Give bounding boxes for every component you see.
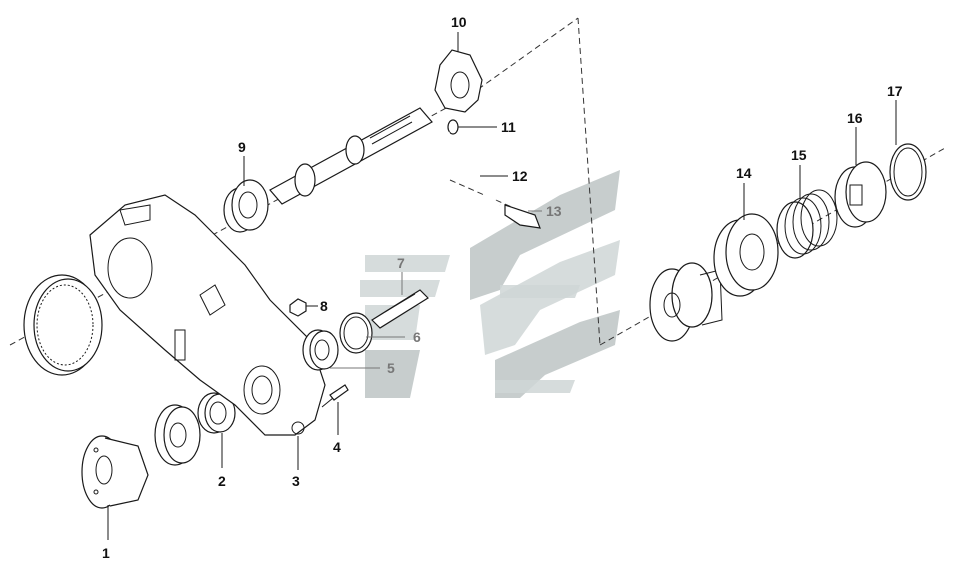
part-sensor: [504, 204, 541, 229]
callout-7: 7: [397, 255, 405, 271]
part-sprocket: [434, 49, 483, 113]
part-snap-ring-6: [339, 312, 373, 354]
part-drive-gear: [649, 262, 723, 342]
part-clutch-hub: [713, 213, 779, 297]
callout-2: 2: [218, 473, 226, 489]
callout-16: 16: [847, 110, 863, 126]
callout-11: 11: [501, 119, 516, 135]
part-bearing-2: [197, 392, 236, 434]
callout-13: 13: [546, 203, 562, 219]
callout-9: 9: [238, 139, 246, 155]
callout-3: 3: [292, 473, 300, 489]
callout-10: 10: [451, 14, 467, 30]
callout-15: 15: [791, 147, 807, 163]
part-hose: [446, 131, 501, 207]
callout-labels: 1 2 3 4 5 6 7 8 9 10 11 12 13 14 15 16 1…: [102, 14, 903, 561]
callout-17: 17: [887, 83, 903, 99]
part-seal-disc: [154, 404, 201, 466]
callout-6: 6: [413, 329, 421, 345]
watermark-logo: [360, 170, 620, 398]
part-main-shaft: [223, 107, 433, 233]
part-small-shaft: [371, 289, 429, 329]
part-bearing-5: [302, 329, 339, 371]
callout-4: 4: [333, 439, 341, 455]
part-nut: [289, 298, 307, 317]
callout-8: 8: [320, 298, 328, 314]
part-piston: [834, 161, 887, 228]
callout-5: 5: [387, 360, 395, 376]
part-flange: [81, 435, 149, 509]
part-spring-pack: [776, 189, 838, 259]
part-bolt: [321, 384, 349, 408]
part-snap-ring-17: [889, 143, 927, 201]
part-ring-gear: [23, 274, 103, 376]
callout-14: 14: [736, 165, 752, 181]
callout-12: 12: [512, 168, 528, 184]
callout-1: 1: [102, 545, 110, 561]
leader-lines: [107, 32, 897, 540]
part-housing: [89, 194, 326, 436]
